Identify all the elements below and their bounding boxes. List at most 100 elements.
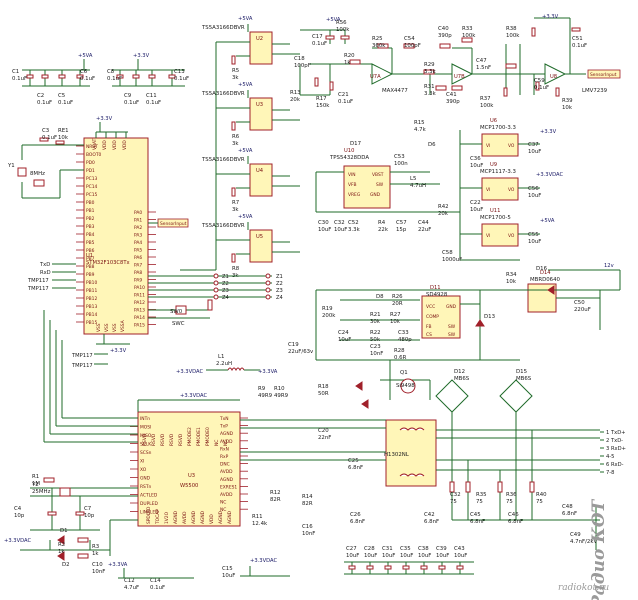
mcu-bot-pin-1: VSS xyxy=(104,323,110,332)
eth-left-pin-6: XO xyxy=(140,467,147,473)
val-c6: 0.1uF xyxy=(80,76,95,82)
label-33vdac-u9: +3.3VDAC xyxy=(536,172,564,178)
mcu-left-pin-15: PB8 xyxy=(86,264,95,270)
poe-ref-13: D16 xyxy=(536,266,548,272)
mcu-left-pin-2: PD0 xyxy=(86,160,95,166)
mcu-left-pin-6: PC15 xyxy=(86,192,98,198)
analog-val-17: 0.1uF xyxy=(534,85,549,91)
analog-front-end: +5VA +3.3V U7A MAX4477 U7B U8 LMV7239 Se… xyxy=(290,14,621,111)
relay-res-2: R7 xyxy=(232,200,239,206)
xtal-val-9: 4.7uF xyxy=(124,585,139,591)
eth-ref-7: R14 xyxy=(302,494,313,500)
xtal-ref-11: C15 xyxy=(222,566,233,572)
val-c13: 0.1uF xyxy=(174,76,189,82)
eth-ref-18: C48 xyxy=(562,504,573,510)
eth-bottom-pin-3: AGND xyxy=(173,510,179,524)
mcu-left-pin-10: PB3 xyxy=(86,224,95,230)
eth-bottom-pin-7: VDD xyxy=(209,514,215,524)
poe-val-14: 220uF xyxy=(574,307,591,313)
eth-ref-16: C45 xyxy=(470,512,481,518)
switch-block: SW0 SWC xyxy=(148,299,213,327)
eth-ref-6: R12 xyxy=(270,490,281,496)
reg-val-14: 22k xyxy=(378,227,389,233)
eth-val-10: 12.4k xyxy=(252,521,268,527)
relay-switch-group: U2TS5A3166DBVR+5VAR53kU3TS5A3166DBVR+5VA… xyxy=(180,16,300,279)
eth-right-pin-0: TxN xyxy=(219,416,229,422)
analog-ref-6: C21 xyxy=(338,92,349,98)
mcu-top-pin-2: VDD xyxy=(112,140,118,150)
reg-ref-4: C22 xyxy=(470,200,481,206)
mcu-top-pin-0: VBAT xyxy=(92,138,98,150)
relay-resval-0: 3k xyxy=(232,75,239,81)
analog-val-2: 1k xyxy=(344,60,351,66)
eth-ref-19: C49 xyxy=(570,532,581,538)
decoup-ref-1: C28 xyxy=(364,546,375,552)
analog-ref-15: R38 xyxy=(506,26,517,32)
ref-c11: C11 xyxy=(146,93,157,99)
poe-q1: Q1 xyxy=(400,370,408,376)
mcu-left-pin-22: PB15 xyxy=(86,320,97,326)
analog-ref-3: C18 xyxy=(294,56,305,62)
ref-c5: C5 xyxy=(58,93,65,99)
eth-val-2: 50R xyxy=(318,391,329,397)
eth-top-pin-5: PMODE2 xyxy=(187,427,193,446)
analog-ref-4: R13 xyxy=(290,90,301,96)
eth-top-pin-0: RSVD xyxy=(142,433,148,446)
z4-right: Z4 xyxy=(276,295,284,301)
val-c5: 0.1uF xyxy=(58,100,73,106)
eth-val-15: 6.8nF xyxy=(424,519,439,525)
eth-right-pin-9: EXRES1 xyxy=(220,484,237,490)
regulator-labels: R154.7kD6C3610uFC3710uFC2210uFC5610uFC58… xyxy=(318,120,541,263)
analog-ref-12: R31 xyxy=(424,84,435,90)
analog-ref-17: C59 xyxy=(534,78,545,84)
eth-val-6: 82R xyxy=(270,497,281,503)
val-c9: 0.1uF xyxy=(124,100,139,106)
mcu-left-pin-3: PD1 xyxy=(86,168,95,174)
eth-bottom-pin-9: AGND xyxy=(227,510,233,524)
analog-ref-2: R20 xyxy=(344,53,355,59)
poe-ref-0: R19 xyxy=(322,306,333,312)
decoupling-bank-bottom: C2710uFC2810uFC3110uFC3510uFC3810uFC3910… xyxy=(108,546,474,579)
relay-resval-2: 3k xyxy=(232,207,239,213)
relay-body-2 xyxy=(249,163,273,197)
mcu-reset-clock: C3 0.1uF RE1 10k Y1 8MHz xyxy=(7,128,84,199)
poe-d11-ref: D11 xyxy=(430,285,441,291)
eth-left-pins: INTnMOSIMISOSCLKSCSnXIXOGNDRSTnACTLEDDUP… xyxy=(130,416,159,516)
svg-text:VI: VI xyxy=(486,233,490,239)
xtal-val-0: 1M xyxy=(32,481,40,487)
mcu-left-pin-16: PB9 xyxy=(86,272,95,278)
net-rxd: RxD xyxy=(40,270,51,276)
analog-ref-9: R29 xyxy=(424,62,435,68)
label-33vdac-eth: +3.3VDAC xyxy=(180,393,208,399)
mcu-right-pin-5: PA5 xyxy=(134,248,142,254)
xtal-val-1: 25MHz xyxy=(32,489,51,495)
xtal-val-8: 10nF xyxy=(92,569,105,575)
reg-ref-13: C52 xyxy=(348,220,359,226)
xtal-val-2: 10p xyxy=(14,513,25,519)
poe-ref-11: D13 xyxy=(484,314,495,320)
poe-val-2: 20R xyxy=(392,301,403,307)
svg-text:SW: SW xyxy=(448,332,456,338)
poe-val-10: 22uF/63v xyxy=(288,349,314,355)
eth-left-pin-0: INTn xyxy=(140,416,150,422)
reg-val-4: 10uF xyxy=(470,207,483,213)
mcu-right-pin-1: PA1 xyxy=(134,218,142,224)
poe-ref-3: C24 xyxy=(338,330,349,336)
eth-ref-3: C20 xyxy=(318,428,329,434)
reg-u9-ref: U9 xyxy=(490,162,497,168)
eth-top-pin-7: PMODE0 xyxy=(205,427,211,446)
poe-ref-14: C50 xyxy=(574,300,585,306)
magnetics-part: H1302NL xyxy=(384,452,409,458)
z4-left: Z4 xyxy=(222,295,230,301)
val-c1: 0.1uF xyxy=(12,76,27,82)
z1-right: Z1 xyxy=(276,274,283,280)
poe-ref-6: R22 xyxy=(370,330,381,336)
inductor-l1: L1 2.2uH +3.3VDAC +3.3VA xyxy=(176,354,278,375)
sensor-flag-right-text: SensorInput xyxy=(590,72,617,78)
poe-val-5: 10k xyxy=(390,319,401,325)
analog-val-0: 0.1uF xyxy=(312,41,327,47)
analog-ref-11: R33 xyxy=(462,26,473,32)
